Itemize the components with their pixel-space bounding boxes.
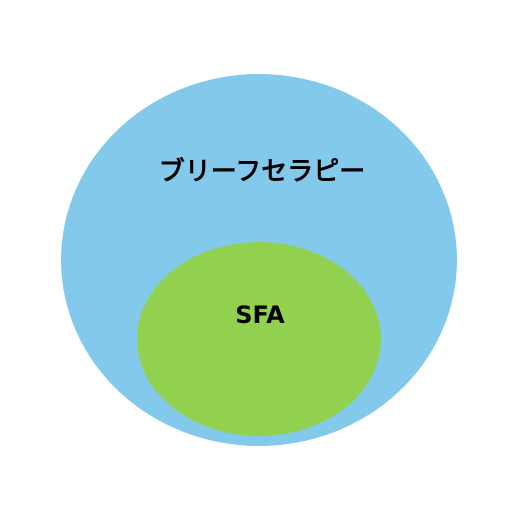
inner-ellipse-sfa xyxy=(137,242,381,436)
inner-label: SFA xyxy=(235,301,285,329)
outer-label: ブリーフセラピー xyxy=(159,156,365,187)
